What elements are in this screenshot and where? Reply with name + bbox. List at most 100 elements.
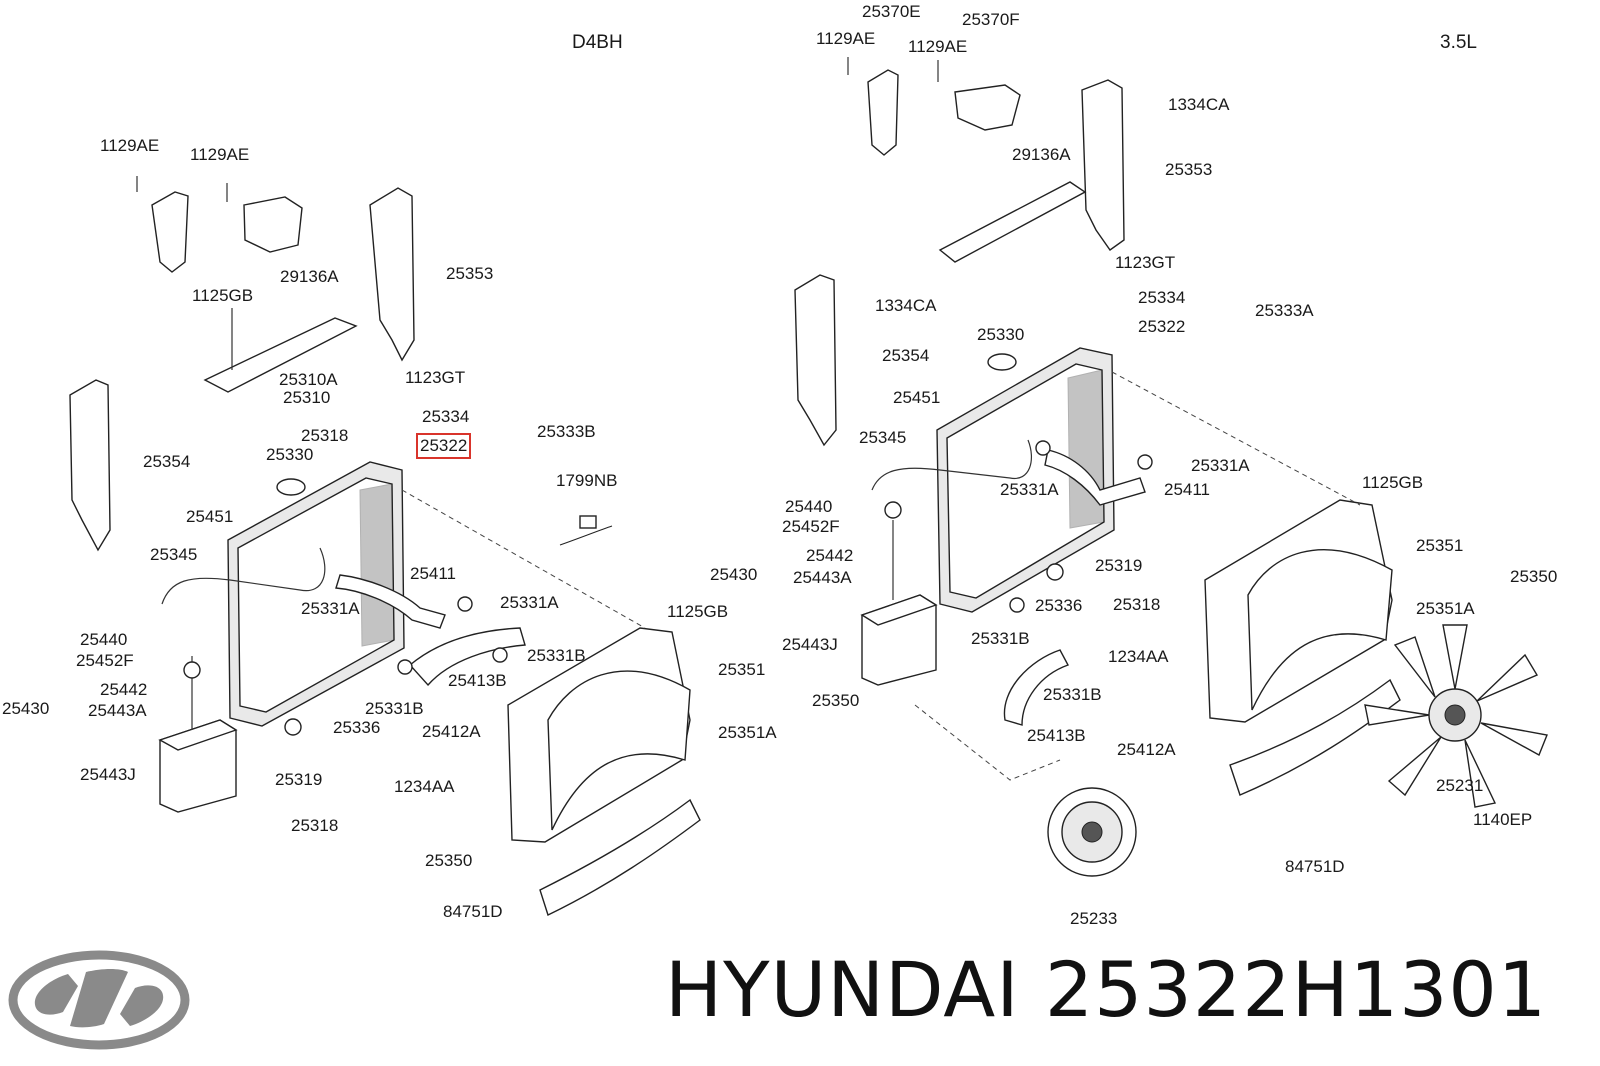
callout: 25370E xyxy=(862,2,921,21)
callout: 25351 xyxy=(1416,536,1464,555)
callout: 1799NB xyxy=(556,471,618,490)
callout: 1129AE xyxy=(908,37,968,56)
callout: 25318 xyxy=(291,816,339,835)
hose-25413b-right xyxy=(1003,649,1069,726)
callout: 1334CA xyxy=(875,296,937,315)
callout: 25440 xyxy=(785,497,833,516)
engine-label-right: 3.5L xyxy=(1440,32,1477,53)
air-guard-29136a-left xyxy=(203,317,358,393)
hose-25413b-left xyxy=(408,627,526,687)
callout: 25443A xyxy=(88,701,147,720)
callout: 25334 xyxy=(422,407,470,426)
callout: 25330 xyxy=(977,325,1025,344)
callout: 84751D xyxy=(1285,857,1345,876)
shroud-lower-84751d-right xyxy=(1229,678,1401,796)
callout: 25351 xyxy=(718,660,766,679)
callout: 25351A xyxy=(718,723,777,742)
callout: 25354 xyxy=(882,346,930,365)
side-panel-25353-left xyxy=(369,187,415,362)
hose-25411-left xyxy=(335,574,446,629)
right-assembly xyxy=(794,57,1548,877)
callout: 25442 xyxy=(100,680,148,699)
callout: 25331A xyxy=(301,599,360,618)
hyundai-logo-icon xyxy=(8,950,190,1050)
callout: 1123GT xyxy=(405,368,466,387)
callout: 25331B xyxy=(971,629,1030,648)
callout: 25333A xyxy=(1255,301,1314,320)
callout: 25354 xyxy=(143,452,191,471)
callout: 25351A xyxy=(1416,599,1475,618)
callout: 1140EP xyxy=(1473,810,1533,829)
air-guard-29136a-right xyxy=(938,181,1087,263)
callout: 25452F xyxy=(782,517,840,536)
callout: 1129AE xyxy=(100,136,160,155)
callout: 25440 xyxy=(80,630,128,649)
radiator-cap-right xyxy=(987,353,1017,371)
callout: 25331B xyxy=(1043,685,1102,704)
callout: 25345 xyxy=(859,428,907,447)
callout: 25318 xyxy=(301,426,349,445)
callout: 1129AE xyxy=(816,29,876,48)
side-panel-25353-right xyxy=(1081,79,1125,251)
callout: 84751D xyxy=(443,902,503,921)
callout: 25319 xyxy=(1095,556,1143,575)
callout: 25443J xyxy=(80,765,136,784)
callout: 25353 xyxy=(1165,160,1213,179)
callout: 25370F xyxy=(962,10,1020,29)
callout: 25430 xyxy=(710,565,758,584)
callout: 25336 xyxy=(1035,596,1083,615)
callout: 25451 xyxy=(186,507,234,526)
callout: 25412A xyxy=(1117,740,1176,759)
callout: 1129AE xyxy=(190,145,250,164)
callout: 25411 xyxy=(1164,480,1211,499)
callout: 25411 xyxy=(410,564,457,583)
callout: 1234AA xyxy=(1108,647,1169,666)
callout: 25231 xyxy=(1436,776,1484,795)
callout: 25310A xyxy=(279,370,338,389)
radiator-cap-left xyxy=(276,478,306,496)
fan-clutch-25233 xyxy=(1047,787,1137,877)
shroud-lower-84751d-left xyxy=(539,798,701,916)
bracket-25370f-left xyxy=(243,196,303,253)
brand-name: HYUNDAI xyxy=(665,945,1020,1034)
callout: 1125GB xyxy=(667,602,729,621)
callout: 25413B xyxy=(448,671,507,690)
callout: 25412A xyxy=(422,722,481,741)
callout: 25350 xyxy=(425,851,473,870)
callout: 1334CA xyxy=(1168,95,1230,114)
callout: 25331A xyxy=(1000,480,1059,499)
callout: 25443J xyxy=(782,635,838,654)
hose-25411-right xyxy=(1044,449,1146,506)
callout: 25322 xyxy=(1138,317,1186,336)
engine-label-left: D4BH xyxy=(572,32,623,53)
callout: 25334 xyxy=(1138,288,1186,307)
callout: 25331B xyxy=(527,646,586,665)
callout: 25233 xyxy=(1070,909,1118,928)
callout: 25452F xyxy=(76,651,134,670)
callout: 1234AA xyxy=(394,777,455,796)
callout: 25350 xyxy=(812,691,860,710)
callout: 25318 xyxy=(1113,595,1161,614)
callout: 25443A xyxy=(793,568,852,587)
side-panel-25354-left xyxy=(69,379,111,552)
callout: 1125GB xyxy=(1362,473,1424,492)
callout: 25345 xyxy=(150,545,198,564)
callout: 25413B xyxy=(1027,726,1086,745)
part-number: 25322H1301 xyxy=(1044,945,1548,1034)
callout: 29136A xyxy=(1012,145,1071,164)
callout: 1125GB xyxy=(192,286,254,305)
bracket-25370e-right xyxy=(867,69,899,156)
callout: 25319 xyxy=(275,770,323,789)
callout: 25336 xyxy=(333,718,381,737)
callout: 25331B xyxy=(365,699,424,718)
callout: 25310 xyxy=(283,388,331,407)
callout: 25442 xyxy=(806,546,854,565)
callout: 25353 xyxy=(446,264,494,283)
part-title: HYUNDAI 25322H1301 xyxy=(665,945,1547,1035)
bracket-25370f-right xyxy=(954,84,1021,131)
side-panel-25354-right xyxy=(794,274,837,447)
callout: 29136A xyxy=(280,267,339,286)
left-assembly xyxy=(69,176,701,916)
callout: 25350 xyxy=(1510,567,1558,586)
